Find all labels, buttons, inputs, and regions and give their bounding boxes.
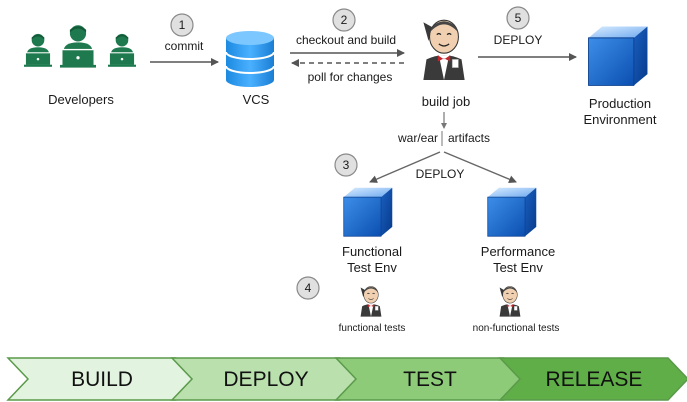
- artifacts-label: artifacts: [448, 131, 490, 145]
- vcs-database-icon: [225, 31, 275, 87]
- jenkins-butler-icon: [360, 286, 382, 317]
- developers-label: Developers: [48, 92, 114, 107]
- step-2-number: 2: [341, 13, 348, 27]
- functional-server-icon: [343, 187, 393, 237]
- pipeline-stage-label: TEST: [403, 368, 457, 391]
- developer-icon: [108, 33, 136, 68]
- step-1-number: 1: [179, 18, 186, 32]
- vcs-label: VCS: [243, 92, 270, 107]
- pipeline-stage-label: BUILD: [71, 368, 133, 391]
- deploy-performance-arrow: [443, 151, 517, 183]
- functional-label-line2: Test Env: [347, 260, 397, 275]
- step-4-number: 4: [305, 281, 312, 295]
- production-label-line1: Production: [589, 96, 651, 111]
- step-3-number: 3: [343, 158, 350, 172]
- deploy-test-label: DEPLOY: [416, 167, 465, 181]
- poll-label: poll for changes: [308, 70, 393, 84]
- performance-server-icon: [487, 187, 537, 237]
- nonfunctional-tests-label: non-functional tests: [473, 323, 560, 334]
- developers-group: Developers: [24, 24, 136, 107]
- pipeline-stage-label: RELEASE: [546, 368, 643, 391]
- jenkins-butler-icon: [499, 286, 521, 317]
- pipeline-stages: BUILD DEPLOY TEST RELEASE: [6, 357, 687, 401]
- step-5-number: 5: [515, 11, 522, 25]
- build-job-label: build job: [422, 94, 470, 109]
- functional-label-line1: Functional: [342, 244, 402, 259]
- deploy-production-label: DEPLOY: [494, 33, 543, 47]
- developer-icon: [24, 33, 52, 68]
- performance-label-line2: Test Env: [493, 260, 543, 275]
- commit-label: commit: [165, 39, 204, 53]
- production-server-icon: [588, 26, 648, 86]
- performance-label-line1: Performance: [481, 244, 555, 259]
- developer-icon: [60, 24, 96, 68]
- checkout-label: checkout and build: [296, 33, 396, 47]
- deploy-functional-arrow: [369, 151, 441, 183]
- war-ear-label: war/ear: [397, 131, 438, 145]
- pipeline-stage-release: [498, 357, 687, 401]
- functional-tests-label: functional tests: [339, 323, 406, 334]
- production-label-line2: Environment: [584, 112, 657, 127]
- jenkins-butler-icon: [422, 19, 466, 80]
- pipeline-stage-label: DEPLOY: [223, 368, 308, 391]
